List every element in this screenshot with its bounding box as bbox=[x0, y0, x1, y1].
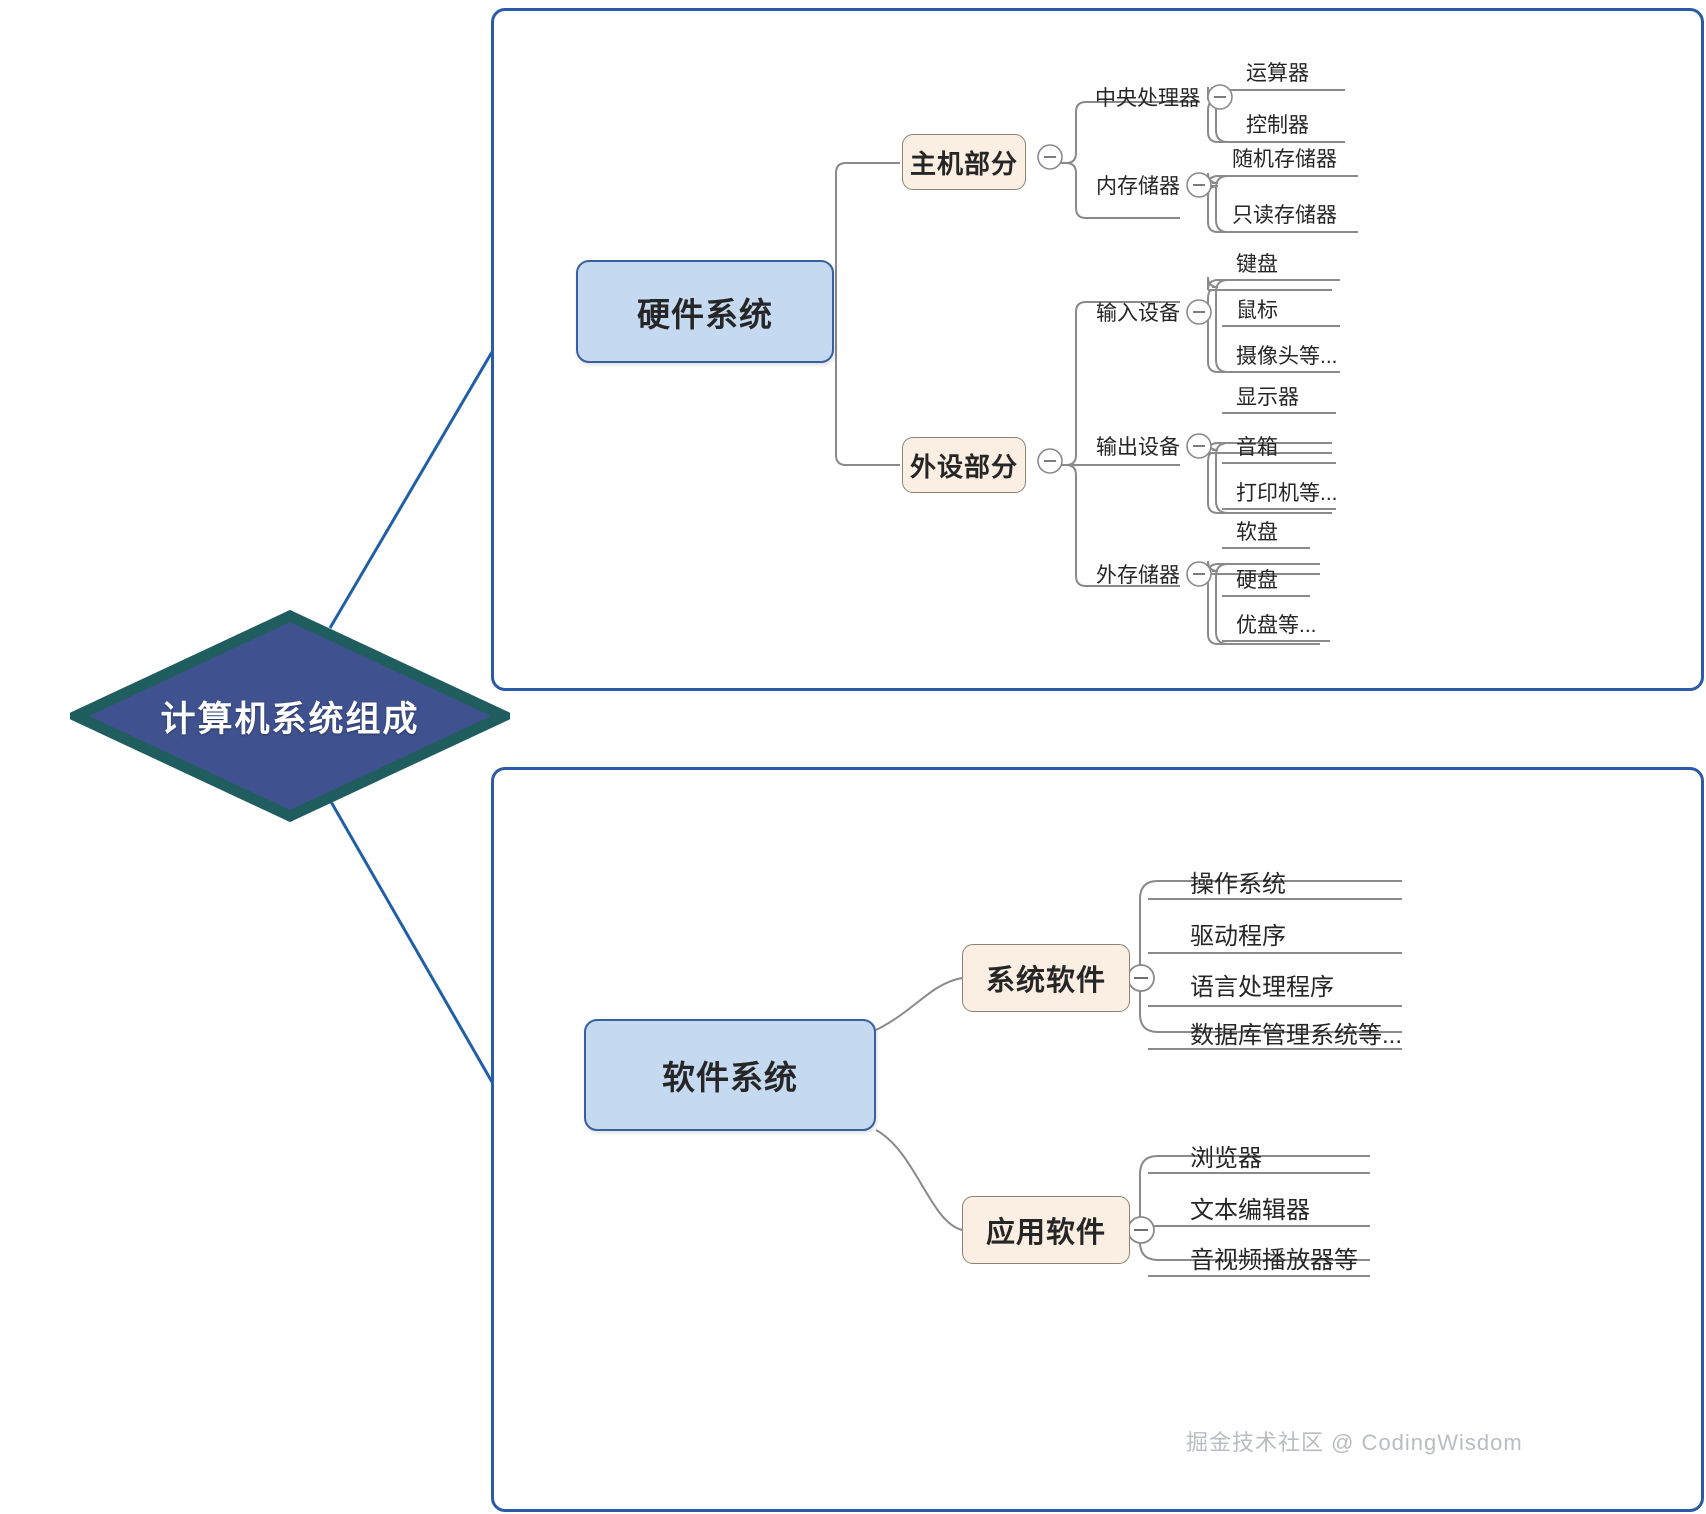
leaf-node[interactable]: 操作系统 bbox=[1190, 870, 1286, 898]
collapse-minus-icon[interactable] bbox=[1186, 299, 1212, 325]
node-software-system[interactable]: 软件系统 bbox=[584, 1019, 876, 1131]
collapse-minus-icon[interactable] bbox=[1186, 433, 1212, 459]
leaf-node[interactable]: 只读存储器 bbox=[1232, 204, 1337, 227]
node-input-device[interactable]: 输入设备 bbox=[1096, 302, 1180, 325]
link-peri-store bbox=[1060, 464, 1180, 587]
link-mem-children-dn bbox=[1207, 185, 1358, 233]
leaf-node[interactable]: 随机存储器 bbox=[1232, 148, 1337, 171]
node-cpu[interactable]: 中央处理器 bbox=[1095, 87, 1200, 110]
collapse-minus-icon[interactable] bbox=[1127, 1216, 1155, 1244]
bracket-appsw bbox=[1139, 1155, 1370, 1261]
leaf-node[interactable]: 数据库管理系统等... bbox=[1190, 1021, 1403, 1049]
link-input-c bbox=[1207, 289, 1332, 373]
node-application-software[interactable]: 应用软件 bbox=[962, 1196, 1130, 1264]
leaf-node[interactable]: 软盘 bbox=[1236, 521, 1278, 544]
link-input-k bbox=[1207, 276, 1332, 291]
collapse-minus-icon[interactable] bbox=[1207, 84, 1233, 110]
leaf-node[interactable]: 硬盘 bbox=[1236, 569, 1278, 592]
node-memory[interactable]: 内存储器 bbox=[1096, 175, 1180, 198]
leaf-node[interactable]: 优盘等... bbox=[1236, 614, 1317, 637]
root-node[interactable]: 计算机系统组成 bbox=[63, 609, 517, 823]
leaf-node[interactable]: 控制器 bbox=[1246, 114, 1309, 137]
leaf-node[interactable]: 键盘 bbox=[1236, 253, 1278, 276]
link-hw-peripheral bbox=[835, 312, 900, 466]
bracket-store bbox=[1215, 563, 1320, 645]
collapse-minus-icon[interactable] bbox=[1186, 172, 1212, 198]
bracket-output bbox=[1215, 442, 1332, 514]
link-hw-hostpart bbox=[835, 162, 900, 312]
root-to-hardware-link bbox=[328, 351, 494, 629]
collapse-minus-icon[interactable] bbox=[1127, 964, 1155, 992]
root-to-software-link bbox=[328, 799, 494, 1083]
node-peripheral-part[interactable]: 外设部分 bbox=[902, 437, 1026, 493]
bracket-syssw bbox=[1139, 880, 1402, 1033]
leaf-node[interactable]: 摄像头等... bbox=[1236, 345, 1338, 368]
leaf-node[interactable]: 运算器 bbox=[1246, 62, 1309, 85]
link-host-cpu bbox=[1060, 101, 1200, 164]
node-host-part[interactable]: 主机部分 bbox=[902, 134, 1026, 190]
link-out-p bbox=[1207, 452, 1332, 514]
node-output-device[interactable]: 输出设备 bbox=[1096, 436, 1180, 459]
link-sw-system bbox=[875, 977, 963, 1031]
root-label: 计算机系统组成 bbox=[160, 699, 420, 739]
collapse-minus-icon[interactable] bbox=[1037, 448, 1063, 474]
leaf-node[interactable]: 语言处理程序 bbox=[1190, 973, 1334, 1001]
watermark: 掘金技术社区 @ CodingWisdom bbox=[1186, 1430, 1523, 1455]
collapse-minus-icon[interactable] bbox=[1037, 144, 1063, 170]
leaf-node[interactable]: 浏览器 bbox=[1190, 1144, 1262, 1172]
link-host-mem bbox=[1060, 162, 1180, 219]
leaf-node[interactable]: 文本编辑器 bbox=[1190, 1196, 1310, 1224]
leaf-node[interactable]: 打印机等... bbox=[1236, 482, 1338, 505]
node-hardware-system[interactable]: 硬件系统 bbox=[576, 260, 834, 363]
node-external-storage[interactable]: 外存储器 bbox=[1096, 564, 1180, 587]
leaf-node[interactable]: 驱动程序 bbox=[1190, 922, 1286, 950]
leaf-node[interactable]: 显示器 bbox=[1236, 386, 1299, 409]
leaf-node[interactable]: 音视频播放器等 bbox=[1190, 1246, 1358, 1274]
software-panel bbox=[491, 767, 1704, 1512]
leaf-node[interactable]: 音箱 bbox=[1236, 436, 1278, 459]
collapse-minus-icon[interactable] bbox=[1186, 561, 1212, 587]
root-diamond-shape bbox=[63, 609, 517, 823]
leaf-node[interactable]: 鼠标 bbox=[1236, 299, 1278, 322]
link-sw-app bbox=[875, 1129, 963, 1231]
node-system-software[interactable]: 系统软件 bbox=[962, 944, 1130, 1012]
